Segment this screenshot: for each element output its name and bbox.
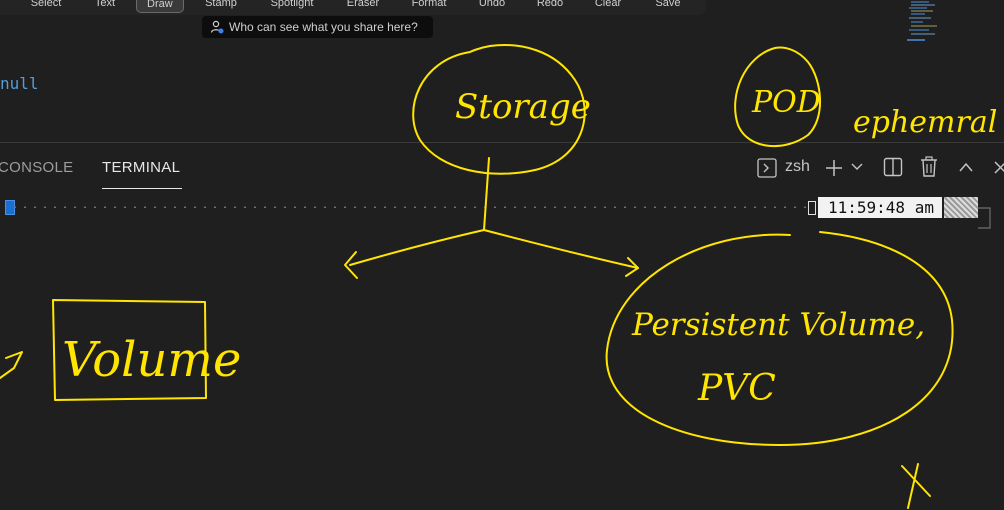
tab-terminal[interactable]: TERMINAL bbox=[102, 159, 181, 176]
minimap[interactable] bbox=[905, 1, 941, 86]
volume-arrow-fragment bbox=[0, 351, 23, 379]
split-terminal-icon[interactable] bbox=[883, 157, 903, 177]
arrowhead-right bbox=[625, 257, 639, 277]
share-visibility-tooltip[interactable]: Who can see what you share here? bbox=[202, 16, 433, 38]
pvc-label: PVC bbox=[697, 368, 776, 409]
terminal-clock: 11:59:48 am bbox=[818, 197, 942, 218]
tool-redo[interactable]: Redo bbox=[536, 0, 564, 9]
new-terminal-icon[interactable] bbox=[824, 159, 844, 177]
chevron-up-icon[interactable] bbox=[958, 161, 974, 173]
persistent-volume-label: Persistent Volume, bbox=[631, 307, 925, 343]
tool-undo[interactable]: Undo bbox=[478, 0, 506, 9]
terminal-right-bracket bbox=[978, 207, 991, 229]
volume-label: Volume bbox=[62, 332, 241, 388]
panel-tab-bar: CONSOLE TERMINAL bbox=[0, 143, 1004, 191]
terminal-dotted-separator bbox=[10, 206, 810, 208]
minimap-overview[interactable] bbox=[905, 0, 941, 46]
chevron-down-icon[interactable] bbox=[851, 162, 863, 172]
close-icon[interactable] bbox=[994, 160, 1004, 174]
person-share-icon bbox=[210, 20, 224, 34]
annotation-toolbar: Select Text Draw Stamp Spotlight Eraser … bbox=[0, 0, 706, 15]
tool-format[interactable]: Format bbox=[411, 0, 447, 9]
volume-box bbox=[52, 299, 207, 401]
tab-console[interactable]: CONSOLE bbox=[0, 159, 74, 176]
editor-area[interactable] bbox=[0, 1, 1004, 142]
tool-draw[interactable]: Draw bbox=[136, 0, 184, 13]
bottom-right-stroke bbox=[901, 463, 931, 509]
tool-clear[interactable]: Clear bbox=[594, 0, 622, 9]
pv-circle bbox=[605, 231, 954, 446]
tool-stamp[interactable]: Stamp bbox=[205, 0, 237, 9]
terminal-prompt-segment bbox=[808, 201, 816, 215]
share-tooltip-text: Who can see what you share here? bbox=[229, 20, 418, 34]
tool-eraser[interactable]: Eraser bbox=[346, 0, 380, 9]
shell-name-label[interactable]: zsh bbox=[785, 158, 810, 175]
arrowhead-left bbox=[344, 251, 358, 279]
tool-spotlight[interactable]: Spotlight bbox=[270, 0, 314, 9]
tool-select[interactable]: Select bbox=[30, 0, 62, 9]
arrow-right bbox=[483, 229, 639, 269]
trash-icon[interactable] bbox=[920, 156, 938, 177]
terminal-shell-icon[interactable] bbox=[757, 158, 777, 178]
arrow-left bbox=[349, 229, 485, 266]
tool-save[interactable]: Save bbox=[655, 0, 681, 9]
active-tab-indicator bbox=[102, 188, 182, 189]
code-token-null: null bbox=[0, 74, 39, 93]
tool-text[interactable]: Text bbox=[94, 0, 116, 9]
terminal-clock-tail bbox=[944, 197, 978, 218]
